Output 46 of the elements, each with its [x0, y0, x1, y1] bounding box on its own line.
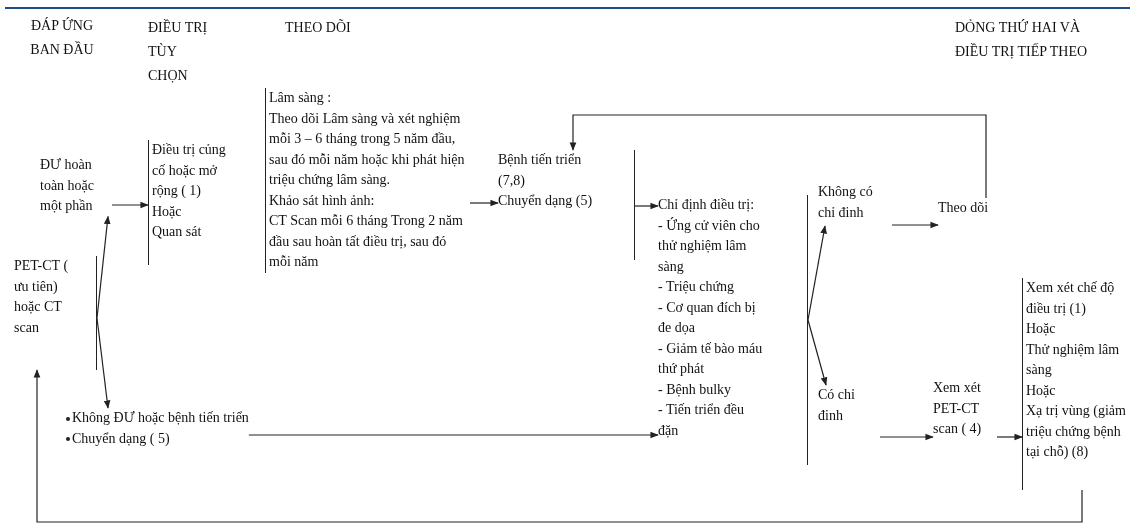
arrow: [807, 319, 828, 386]
node-text: - Bệnh bulky: [658, 380, 733, 399]
column-heading: THEO DÕI: [285, 18, 352, 37]
node-text: Xem xét chế độ điều trị (1): [1026, 279, 1116, 318]
node-text: Xem xét PET-CT scan ( 4): [933, 379, 983, 438]
node-text: Theo dõi: [938, 199, 990, 217]
node-text: ĐƯ hoàn toàn hoặc một phần: [40, 156, 96, 215]
arrow: [569, 114, 987, 199]
node-text: Khảo sát hình ảnh:: [269, 191, 376, 210]
node-text: Theo dõi Lâm sàng và xét nghiệm mỗi 3 – 6 tháng trong 5 năm đầu, sau đó mỗi năm hoặc khi phát hiện triệu chứng lâm sàng.: [269, 109, 466, 189]
node-text: Hoặc: [152, 202, 183, 221]
node-text: Chuyển dạng (5): [498, 192, 594, 210]
arrow: [879, 433, 934, 441]
column-heading: ĐÁP ỨNG BAN ĐẦU: [29, 16, 95, 59]
node-text: Có chỉ đinh: [818, 386, 856, 425]
node-text: Xạ trị vùng (giảm triệu chứng bệnh tại chỗ) (8): [1026, 402, 1127, 461]
node-text: CT Scan mỗi 6 tháng Trong 2 năm đầu sau hoàn tất điều trị, sau đó mỗi năm: [269, 212, 464, 271]
arrow: [634, 202, 659, 210]
node-text: - Triệu chứng: [658, 278, 736, 296]
arrow: [96, 317, 111, 409]
arrow: [111, 201, 149, 209]
arrow: [248, 431, 659, 439]
node-text: - Tiến triển đều đặn: [658, 401, 745, 440]
node-text: Không ĐƯ hoặc bệnh tiến triển: [66, 408, 249, 429]
node-text: Lâm sàng :: [269, 89, 333, 107]
node-text: Quan sát: [152, 223, 203, 241]
arrow: [996, 433, 1023, 441]
node-text: - Ứng cử viên cho thử nghiệm lâm sàng: [658, 216, 761, 276]
node-text: Hoặc: [1026, 381, 1057, 400]
column-heading: DỎNG THỨ HAI VÀ ĐIỀU TRỊ TIẾP THEO: [955, 18, 1089, 61]
arrow: [807, 225, 827, 321]
node-text: Bệnh tiến triển (7,8): [498, 151, 583, 190]
arrow: [96, 215, 111, 319]
node-text: Chuyển dạng ( 5): [66, 428, 249, 449]
node-text: Hoặc: [1026, 320, 1057, 338]
node-text: Chỉ định điều trị:: [658, 196, 756, 214]
column-heading: ĐIỀU TRỊ TÙY CHỌN: [148, 18, 209, 85]
node-text: PET-CT ( ưu tiên) hoặc CT scan: [14, 257, 70, 337]
arrow: [33, 369, 1083, 523]
arrow: [469, 199, 499, 207]
arrow: [891, 221, 939, 229]
node-text: - Cơ quan đích bị đe dọa: [658, 298, 757, 337]
node-text: - Giảm tế bào máu thứ phát: [658, 339, 764, 378]
node-text: Thử nghiệm lâm sàng: [1026, 340, 1121, 379]
node-text: Không có chỉ đinh: [818, 183, 874, 222]
node-text: Điều trị củng cố hoặc mở rộng ( 1): [152, 141, 227, 200]
